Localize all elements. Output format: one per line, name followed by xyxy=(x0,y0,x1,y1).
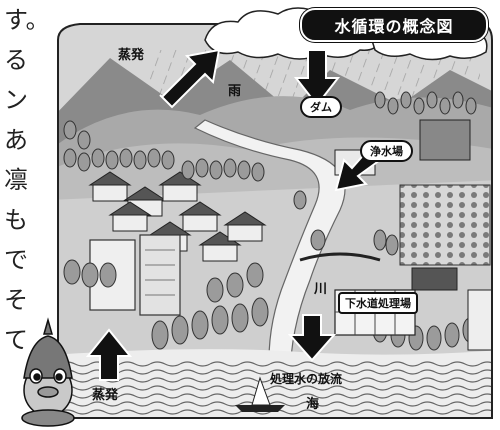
side-text-char: て xyxy=(4,326,28,354)
diagram-title: 水循環の概念図 xyxy=(300,8,488,42)
side-text-char: る xyxy=(4,46,28,74)
mascot xyxy=(21,317,75,427)
label-evaporation-top: 蒸発 xyxy=(118,48,145,63)
label-sewage-plant: 下水道処理場 xyxy=(338,292,418,314)
side-text-char: ン xyxy=(4,86,28,114)
discharge-arrow-down xyxy=(287,314,337,362)
side-text-char: あ xyxy=(4,126,28,154)
label-water-purification: 浄水場 xyxy=(360,140,413,162)
side-text-char: そ xyxy=(4,286,28,314)
side-text-char: も xyxy=(4,206,28,234)
label-evaporation-bottom: 蒸発 xyxy=(92,388,119,403)
side-text-char: 凛 xyxy=(4,166,28,194)
label-dam: ダム xyxy=(300,96,342,118)
label-sea: 海 xyxy=(306,397,320,412)
label-river: 川 xyxy=(314,282,328,297)
label-rain: 雨 xyxy=(228,84,242,99)
side-text-char: で xyxy=(4,246,28,274)
label-discharge: 処理水の放流 xyxy=(270,372,343,386)
evaporation-arrow-bottom-up xyxy=(85,328,133,381)
evaporation-arrow-up xyxy=(159,48,221,109)
rain-arrow-down xyxy=(293,49,341,107)
side-text-char: す。 xyxy=(4,6,50,34)
